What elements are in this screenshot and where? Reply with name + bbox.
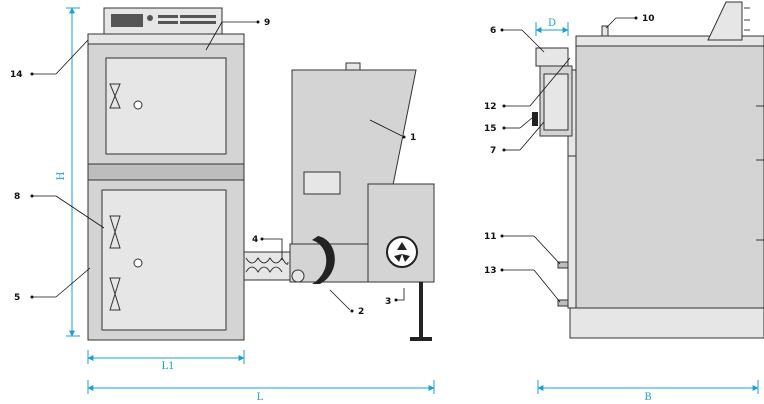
leader-dot-14 — [30, 72, 34, 76]
control-slot-4 — [180, 21, 216, 24]
dim-label-l1: L1 — [161, 361, 174, 372]
leader-10b — [605, 17, 617, 29]
leader-dot-10 — [634, 16, 638, 20]
side-view: D B 6 10 12 15 7 11 13 — [484, 1, 764, 403]
lower-door-handle — [133, 258, 143, 268]
leader-dot-15 — [502, 126, 506, 130]
flue-stub — [601, 25, 609, 37]
callout-9: 9 — [264, 18, 270, 28]
boiler-top-plate — [87, 33, 245, 45]
hopper-window — [303, 171, 341, 195]
callout-8: 8 — [14, 192, 20, 202]
leader-11b — [533, 235, 561, 265]
leader-5b — [55, 267, 91, 298]
boiler-middle-band — [87, 163, 245, 181]
dim-label-h: H — [56, 171, 67, 180]
control-knob — [147, 15, 153, 21]
callout-15: 15 — [484, 124, 497, 134]
leader-15b — [519, 117, 533, 129]
flue-clamp — [532, 112, 538, 126]
connector-13 — [557, 299, 569, 307]
connector-11 — [557, 261, 569, 269]
dim-label-d: D — [548, 18, 556, 29]
leader-4 — [262, 238, 283, 260]
lower-door-hinge-bottom — [109, 277, 121, 311]
leader-14b — [55, 39, 89, 75]
callout-7: 7 — [490, 146, 496, 156]
motor-fan-blades-icon — [394, 242, 410, 262]
leader-13b — [533, 269, 561, 303]
upper-door-hinge — [109, 83, 121, 109]
auger-screw-lower — [245, 266, 283, 273]
lower-door-hinge-top — [109, 215, 121, 249]
leader-12b — [529, 57, 571, 107]
upper-door-handle — [133, 100, 143, 110]
leader-dot-11 — [500, 234, 504, 238]
callout-3: 3 — [385, 297, 391, 307]
leader-dot-13 — [500, 268, 504, 272]
control-display — [111, 14, 143, 27]
lower-door — [101, 189, 227, 331]
leader-9b — [205, 21, 223, 51]
callout-5: 5 — [14, 293, 20, 303]
control-slot-2 — [180, 15, 216, 18]
leader-dot-5 — [30, 295, 34, 299]
callout-10: 10 — [642, 14, 655, 24]
burner-elbow — [312, 236, 335, 284]
front-view: H L1 L 1 2 3 4 5 8 9 — [10, 7, 435, 403]
leader-2 — [329, 289, 351, 311]
side-lower-flange — [567, 155, 577, 309]
leader-6b — [521, 29, 545, 53]
leader-dot-3 — [394, 298, 398, 302]
leader-dot-4 — [260, 237, 264, 241]
side-control-panel — [707, 1, 743, 41]
side-body — [575, 45, 764, 309]
leader-7b — [519, 121, 545, 151]
leader-dot-6 — [500, 28, 504, 32]
burner-body — [289, 243, 381, 283]
leader-1 — [369, 119, 403, 137]
hopper-leg — [419, 282, 423, 338]
callout-6: 6 — [490, 26, 496, 36]
side-base — [569, 307, 764, 339]
control-slot-1 — [158, 15, 178, 18]
leader-dot-7 — [502, 148, 506, 152]
burner-wheel — [291, 269, 305, 283]
flue-collar — [535, 47, 569, 67]
callout-2: 2 — [358, 307, 364, 317]
callout-11: 11 — [484, 232, 497, 242]
leader-3 — [396, 288, 405, 301]
leader-8b — [55, 195, 105, 229]
dim-label-b: B — [644, 392, 651, 403]
control-slot-3 — [158, 21, 178, 24]
callout-4: 4 — [252, 235, 258, 245]
leader-dot-8 — [30, 194, 34, 198]
hopper-foot — [410, 337, 432, 341]
callout-1: 1 — [410, 133, 416, 143]
leader-dot-2 — [350, 309, 354, 313]
flue-box-inner — [543, 73, 569, 131]
dim-label-l: L — [257, 392, 264, 403]
auger-tube — [243, 251, 291, 281]
hopper-lid-handle — [345, 62, 361, 71]
leader-dot-12 — [502, 104, 506, 108]
callout-14: 14 — [10, 70, 23, 80]
leader-dot-1 — [402, 135, 406, 139]
upper-door — [105, 57, 227, 155]
callout-12: 12 — [484, 102, 497, 112]
auger-screw — [245, 257, 289, 265]
callout-13: 13 — [484, 266, 497, 276]
motor-fan-icon — [386, 236, 418, 268]
leader-dot-9 — [256, 20, 260, 24]
